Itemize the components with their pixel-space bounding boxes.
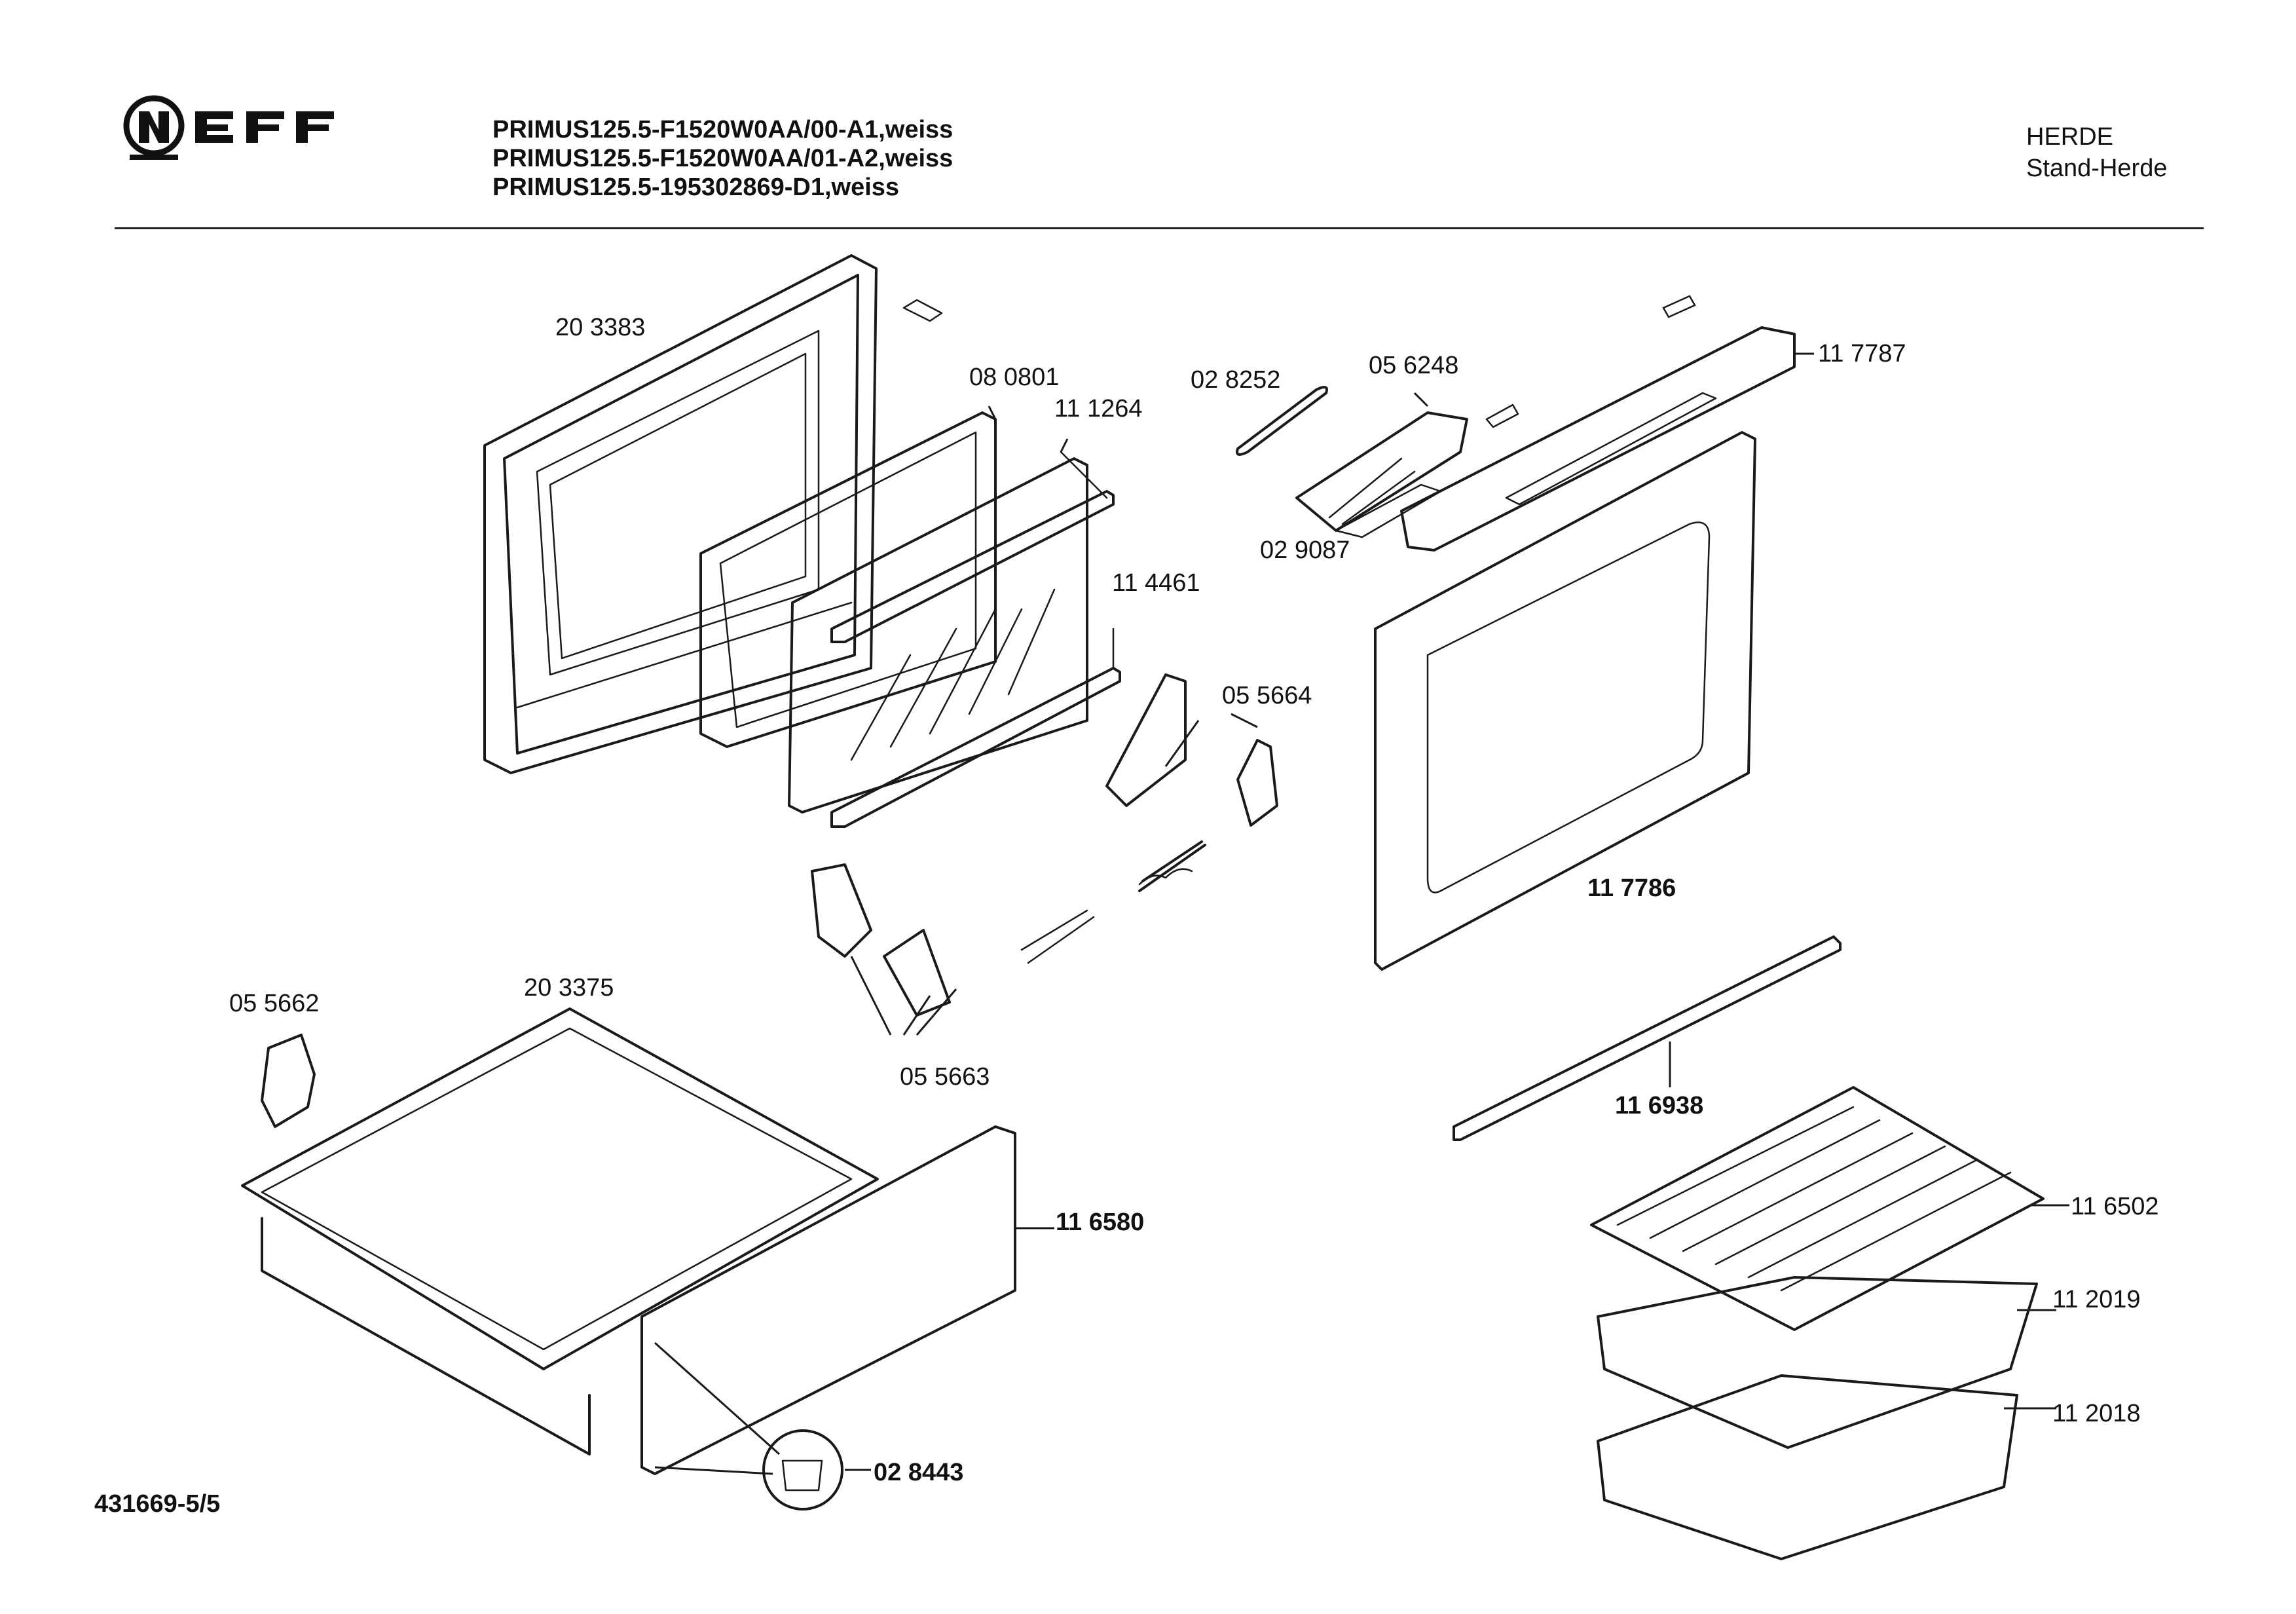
part-label-116580: 11 6580: [1056, 1209, 1145, 1236]
part-label-112019: 11 2019: [2052, 1286, 2141, 1313]
part-label-055664: 05 5664: [1222, 682, 1312, 709]
door-glass-drawing: [788, 457, 1088, 814]
grill-rack-drawing: [1590, 1086, 2045, 1331]
part-label-111264: 11 1264: [1054, 395, 1143, 422]
drawer-front-drawing: [640, 1125, 1016, 1475]
header-divider: [115, 227, 2204, 229]
foot-drawing: [762, 1429, 843, 1511]
leader-lines: [654, 352, 2069, 1475]
document-number: 431669-5/5: [94, 1490, 221, 1518]
top-trim-drawing: [1400, 295, 1796, 552]
outer-door-drawing: [1374, 431, 1756, 971]
part-label-116502: 11 6502: [2071, 1193, 2159, 1220]
part-label-080801: 08 0801: [969, 364, 1060, 391]
part-label-055663: 05 5663: [900, 1063, 990, 1091]
hinge-drawing: [811, 673, 1278, 1017]
category-label: HERDE: [2026, 123, 2114, 151]
part-label-112018: 11 2018: [2052, 1400, 2141, 1427]
part-label-114461: 11 4461: [1112, 569, 1200, 597]
model-line-2: PRIMUS125.5-F1520W0AA/01-A2,weiss: [492, 145, 954, 172]
baking-tray-drawing: [1597, 1276, 2038, 1449]
subcategory-label: Stand-Herde: [2026, 155, 2168, 182]
part-label-117787: 11 7787: [1818, 340, 1906, 367]
handle-strip-drawing: [1236, 386, 1328, 456]
neff-logo: [118, 92, 354, 170]
door-inner-frame-drawing: [483, 254, 943, 774]
part-label-055662: 05 5662: [229, 990, 320, 1017]
part-label-117786: 11 7786: [1587, 874, 1676, 902]
part-label-116938: 11 6938: [1615, 1092, 1704, 1119]
model-line-1: PRIMUS125.5-F1520W0AA/00-A1,weiss: [492, 116, 954, 143]
switch-block-drawing: [1295, 404, 1519, 538]
door-seal-frame-drawing: [699, 411, 997, 748]
bottom-rail-drawing: [1453, 935, 1842, 1141]
part-label-028252: 02 8252: [1191, 366, 1281, 394]
neff-logo-mark: [123, 95, 334, 160]
part-label-203383: 20 3383: [555, 314, 646, 341]
drawer-drawing: [241, 1007, 879, 1455]
part-label-203375: 20 3375: [524, 974, 614, 1002]
hinge-bracket-drawing: [261, 1034, 316, 1128]
part-label-028443: 02 8443: [874, 1459, 964, 1486]
part-label-029087: 02 9087: [1260, 536, 1350, 564]
baking-sheet-drawing: [1597, 1374, 2018, 1560]
glass-rail-drawing: [830, 451, 1121, 828]
part-label-056248: 05 6248: [1369, 352, 1459, 379]
model-line-3: PRIMUS125.5-195302869-D1,weiss: [492, 174, 900, 201]
